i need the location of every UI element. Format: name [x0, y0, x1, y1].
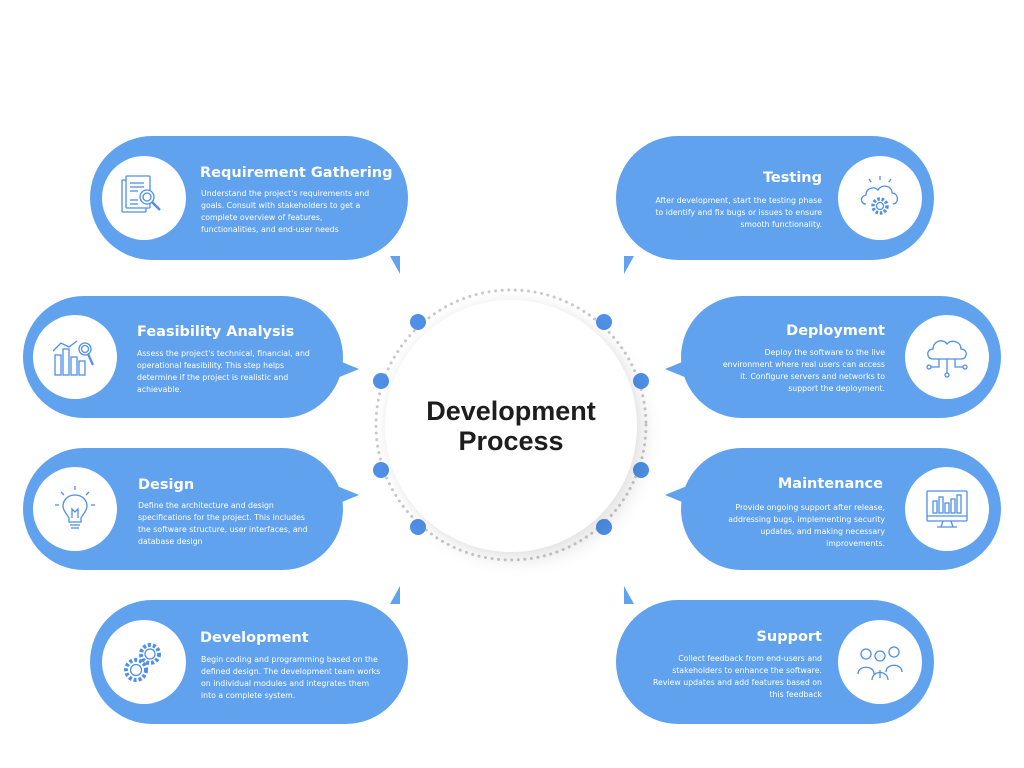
bar-chart-magnifier-icon	[52, 340, 95, 376]
card-tail	[390, 586, 400, 604]
team-icon	[857, 646, 903, 681]
cloud-gear-icon	[860, 176, 899, 215]
step-title: Maintenance	[777, 476, 883, 492]
step-description: Define the architecture and design speci…	[138, 501, 308, 546]
icon-badge	[102, 620, 186, 704]
card-tail	[665, 360, 687, 378]
icon-badge	[905, 467, 989, 551]
icon-badge	[33, 315, 117, 399]
step-description: After development, start the testing pha…	[655, 196, 822, 229]
icon-badge	[838, 620, 922, 704]
card-requirement-gathering: Requirement Gathering Understand the pro…	[90, 136, 408, 274]
step-description: Assess the project's technical, financia…	[137, 349, 310, 394]
step-title: Testing	[762, 170, 822, 186]
connector-dot	[633, 462, 649, 478]
card-tail	[337, 360, 359, 378]
card-feasibility-analysis: Feasibility Analysis Assess the project'…	[23, 296, 359, 418]
step-description: Begin coding and programming based on th…	[201, 655, 381, 700]
gears-icon	[124, 643, 161, 682]
step-title: Requirement Gathering	[200, 165, 393, 181]
step-description: Understand the project's requirements an…	[201, 189, 370, 234]
card-tail	[390, 256, 400, 274]
step-description: Collect feedback from end-users and stak…	[652, 654, 822, 699]
cloud-network-icon	[926, 340, 968, 378]
step-title: Deployment	[786, 323, 885, 339]
card-development: Development Begin coding and programming…	[90, 586, 408, 724]
card-support: Support Collect feedback from end-users …	[616, 586, 934, 724]
step-title: Development	[200, 630, 309, 646]
icon-badge	[102, 156, 186, 240]
connector-dot	[373, 462, 389, 478]
connector-dot	[596, 314, 612, 330]
monitor-chart-icon	[926, 490, 968, 528]
icon-badge	[838, 156, 922, 240]
card-testing: Testing After development, start the tes…	[616, 136, 934, 274]
card-design: Design Define the architecture and desig…	[23, 448, 359, 570]
icon-badge	[33, 467, 117, 551]
connector-dot	[410, 314, 426, 330]
connector-dot	[596, 519, 612, 535]
icon-badge	[905, 315, 989, 399]
step-title: Design	[138, 477, 195, 493]
card-tail	[337, 486, 359, 504]
step-title: Support	[756, 629, 822, 645]
connector-dot	[633, 373, 649, 389]
document-search-icon	[121, 175, 161, 213]
light-bulb-icon	[55, 486, 95, 529]
step-title: Feasibility Analysis	[137, 324, 295, 340]
card-maintenance: Maintenance Provide ongoing support afte…	[665, 448, 1001, 570]
card-deployment: Deployment Deploy the software to the li…	[665, 296, 1001, 418]
card-tail	[624, 256, 634, 274]
connector-dot	[373, 373, 389, 389]
connector-dot	[410, 519, 426, 535]
step-description: Provide ongoing support after release, a…	[728, 503, 885, 548]
card-tail	[624, 586, 634, 604]
step-description: Deploy the software to the live environm…	[722, 348, 885, 393]
card-tail	[665, 486, 687, 504]
